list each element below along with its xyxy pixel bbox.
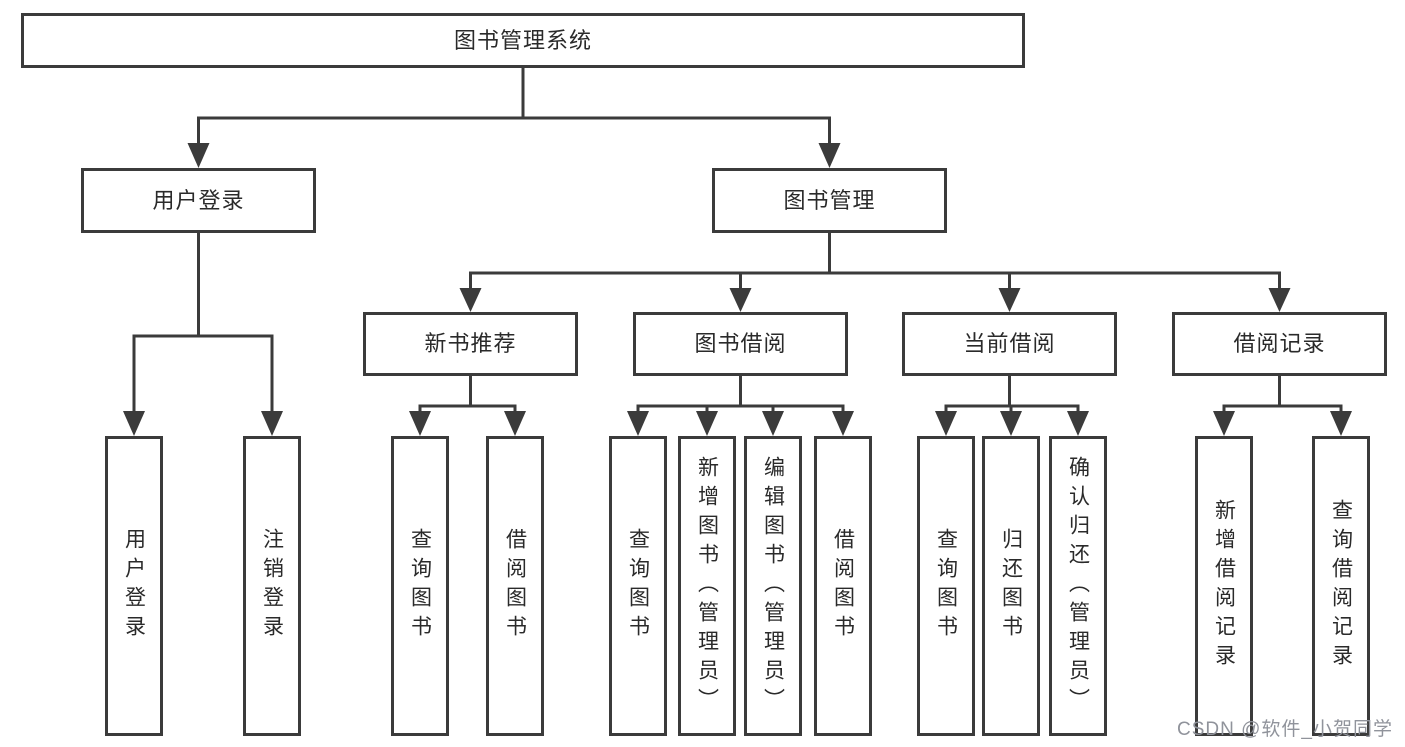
leaf-records-add-record: 新增借阅记录 <box>1195 436 1253 736</box>
leaf-logout: 注销登录 <box>243 436 301 736</box>
node-book-borrowing: 图书借阅 <box>633 312 848 376</box>
leaf-user-login: 用户登录 <box>105 436 163 736</box>
node-borrowing-records: 借阅记录 <box>1172 312 1387 376</box>
leaf-current-query-books: 查询图书 <box>917 436 975 736</box>
node-current-borrowing: 当前借阅 <box>902 312 1117 376</box>
leaf-recommend-borrow-books: 借阅图书 <box>486 436 544 736</box>
node-user-login: 用户登录 <box>81 168 316 233</box>
leaf-records-query-record: 查询借阅记录 <box>1312 436 1370 736</box>
leaf-recommend-query-books: 查询图书 <box>391 436 449 736</box>
leaf-current-confirm-return-admin: 确认归还（管理员） <box>1049 436 1107 736</box>
leaf-current-return-books: 归还图书 <box>982 436 1040 736</box>
leaf-borrowing-query-books: 查询图书 <box>609 436 667 736</box>
node-book-management: 图书管理 <box>712 168 947 233</box>
csdn-watermark: CSDN @软件_小贺同学 <box>1177 719 1393 740</box>
leaf-borrowing-add-books-admin: 新增图书（管理员） <box>678 436 736 736</box>
leaf-borrowing-borrow-books: 借阅图书 <box>814 436 872 736</box>
leaf-borrowing-edit-books-admin: 编辑图书（管理员） <box>744 436 802 736</box>
node-library-management-system: 图书管理系统 <box>21 13 1025 68</box>
node-new-book-recommendation: 新书推荐 <box>363 312 578 376</box>
